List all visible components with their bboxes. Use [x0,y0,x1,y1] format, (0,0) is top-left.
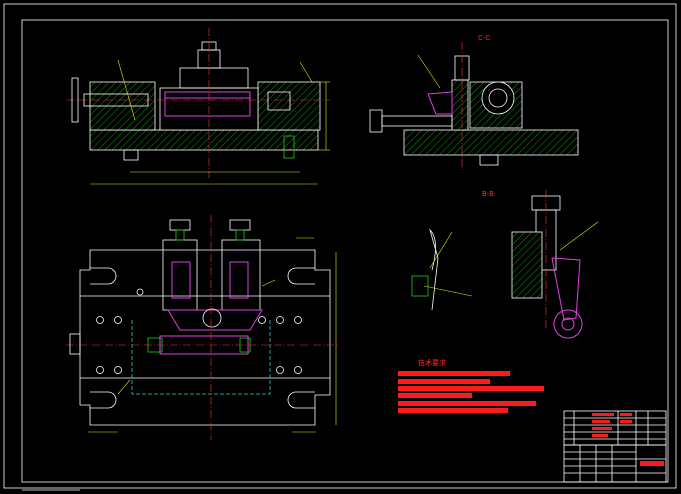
plan-bolt-3 [96,366,104,374]
side-knob [369,109,383,133]
plan-base-outline [79,249,331,426]
plan-leader-left [117,379,131,395]
side-magenta-part [427,91,453,115]
plan-clamp-left-inner [171,261,191,299]
front-foot-right [283,135,295,159]
front-right-cap [267,91,291,111]
plan-clamp-right [221,239,261,311]
title-name-highlight [640,461,664,466]
label-section-bb: B-B [482,190,494,198]
aa-lever-hole [561,317,575,331]
plan-cyan-outline [131,320,271,395]
front-magenta-part [164,91,251,117]
plan-view [66,215,338,440]
technical-notes: 技术要求 [398,358,544,413]
plan-knob-right [229,219,251,231]
outer-frame [3,3,677,489]
front-view [66,28,330,185]
front-body-right [257,81,321,131]
side-bore-outer [481,81,515,115]
title-block-frame [563,444,667,483]
front-handle-knob [71,77,79,123]
parts-text-5 [620,413,632,416]
plan-slot-bl [90,391,117,409]
side-bore-inner [488,88,508,108]
plan-bolt-4 [114,366,122,374]
plan-slot-tr [287,267,315,285]
front-screw-rod [83,93,149,107]
side-view-cc: C-C [369,34,579,170]
title-block [563,410,667,483]
aa-lever-arm [551,257,581,321]
plan-bolt-8 [276,366,284,374]
parts-text-3 [592,427,612,430]
plan-slot-tl [90,267,117,285]
plan-magenta-yoke [167,309,263,331]
notes-line-5 [398,401,536,406]
front-foot-left [123,149,139,161]
plan-bolt-7 [294,316,302,324]
side-screw [381,115,453,127]
notes-line-4 [398,393,472,398]
plan-bolt-6 [276,316,284,324]
inner-frame [21,19,669,483]
plan-bolt-5 [258,316,266,324]
front-leader-1 [117,59,136,121]
plan-clamp-right-inner [229,261,249,299]
plan-clamp-left [162,239,198,311]
label-section-cc: C-C [478,34,490,42]
aa-lever-eye [553,309,583,339]
parts-text-1 [592,413,614,416]
notes-line-6 [398,408,508,413]
plan-slot-br [287,391,315,409]
side-leader [417,54,441,89]
parts-text-6 [620,420,632,423]
side-base [403,129,579,156]
plan-bolt-1 [96,316,104,324]
plan-leader-right [261,279,276,287]
side-foot [479,154,499,166]
parts-text-2 [592,420,610,423]
side-upright [451,79,469,131]
bb-dim-line [423,285,473,297]
plan-knob-left [169,219,191,231]
section-bb-view: B-B [411,190,494,311]
plan-bolt-10 [136,288,144,296]
plan-stem-right [235,229,245,241]
plan-bolt-9 [294,366,302,374]
bb-small-block [411,275,429,297]
notes-line-1 [398,371,510,376]
aa-block [511,231,543,299]
front-top-block [179,67,249,89]
notes-title: 技术要求 [418,358,446,367]
section-aa-view [511,190,599,339]
plan-left-plug [69,333,81,355]
plan-stem-left [175,229,185,241]
bb-clamp-arm [429,228,439,311]
bb-leader [429,231,453,269]
plan-bolt-2 [114,316,122,324]
parts-text-4 [592,434,608,437]
front-leader-2 [299,61,313,83]
plan-center-boss [202,308,222,328]
notes-line-3 [398,386,544,391]
aa-leader [559,221,599,251]
parts-list-frame [563,410,667,446]
notes-line-2 [398,379,490,384]
